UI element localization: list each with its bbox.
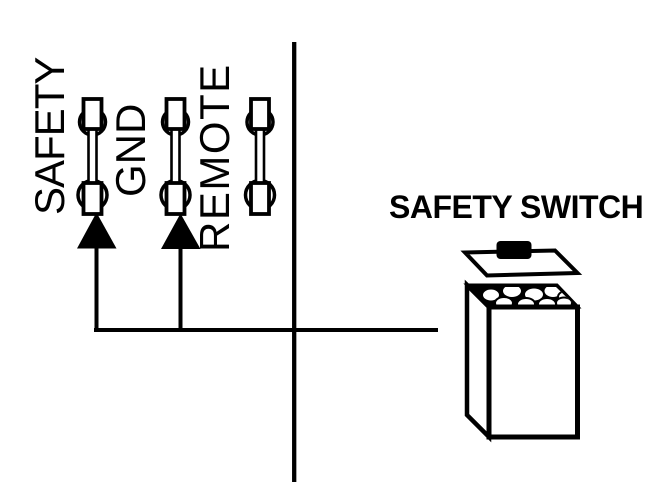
terminal-bottom-blade (164, 181, 187, 216)
terminal-shaft (170, 122, 181, 188)
rock (516, 297, 536, 306)
heater-box (463, 279, 582, 443)
arrow-head (161, 213, 201, 249)
safety-switch-sensor (496, 241, 532, 259)
rock (481, 287, 501, 303)
terminal-safety (76, 97, 109, 216)
heater-front-face (486, 304, 580, 440)
safety-switch-lid (460, 241, 583, 278)
terminal-top-blade (81, 97, 104, 131)
terminal-top-blade (249, 97, 271, 131)
terminal-shaft (87, 122, 98, 188)
terminal-label-gnd: GND (107, 103, 154, 197)
terminal-label-remote: REMOTE (191, 63, 238, 252)
terminal-gnd (159, 97, 192, 216)
terminal-shaft (254, 122, 266, 188)
terminal-bottom-blade (81, 181, 104, 216)
rock (501, 287, 523, 299)
terminal-remote (243, 97, 277, 216)
terminal-bottom-blade (249, 181, 271, 216)
rock (494, 296, 514, 306)
arrow-to-gnd-terminal (161, 213, 201, 330)
terminal-top-blade (164, 97, 187, 131)
safety-switch-title: SAFETY SWITCH (389, 189, 644, 225)
rock (555, 296, 573, 306)
arrow-to-safety-terminal (77, 212, 117, 330)
terminal-label-safety: SAFETY (26, 57, 73, 215)
arrow-head (77, 212, 117, 249)
heater-left-face (464, 279, 492, 443)
